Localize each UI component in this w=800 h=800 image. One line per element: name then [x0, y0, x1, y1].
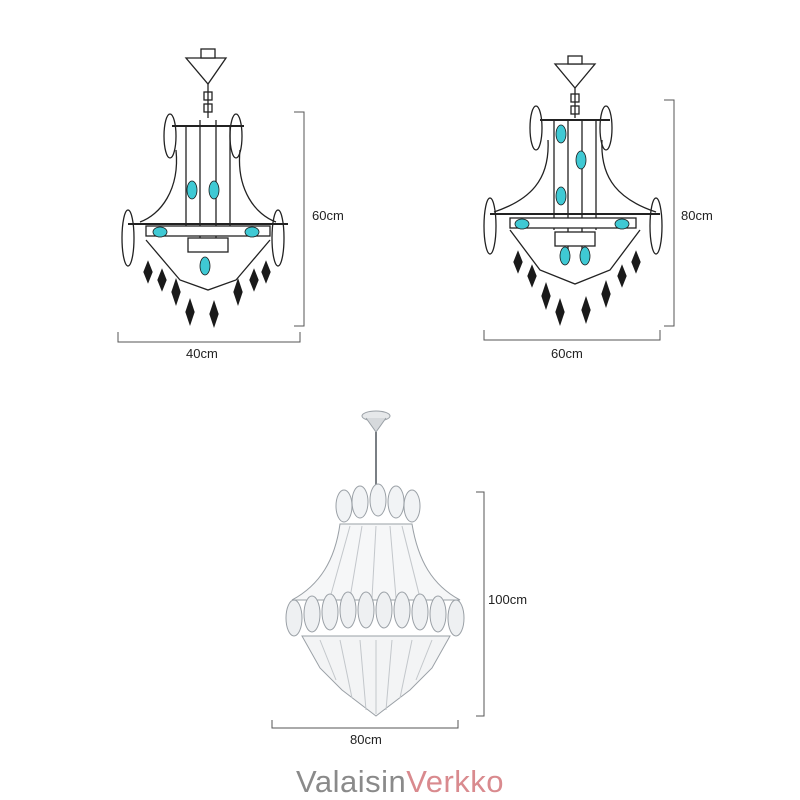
medium-height-label: 80cm — [681, 208, 713, 223]
brand-logo: ValaisinVerkko — [0, 764, 800, 800]
large-height-label: 100cm — [488, 592, 528, 607]
medium-width-label: 60cm — [551, 346, 583, 361]
small-height-label: 60cm — [312, 208, 344, 223]
brand-logo-part2: Verkko — [406, 764, 505, 799]
brand-logo-part1: Valaisin — [295, 764, 407, 799]
bulb-icon — [514, 124, 630, 266]
chandelier-crystal-photo — [285, 410, 465, 717]
large-width-label: 80cm — [350, 732, 382, 747]
dimension-lines-small — [117, 111, 305, 343]
dimension-lines-medium — [483, 99, 675, 341]
chandelier-small-drawing — [121, 48, 288, 329]
chandelier-medium-drawing — [483, 55, 663, 327]
bulb-icon — [152, 180, 260, 276]
small-width-label: 40cm — [186, 346, 218, 361]
dimension-lines-large — [271, 491, 485, 729]
